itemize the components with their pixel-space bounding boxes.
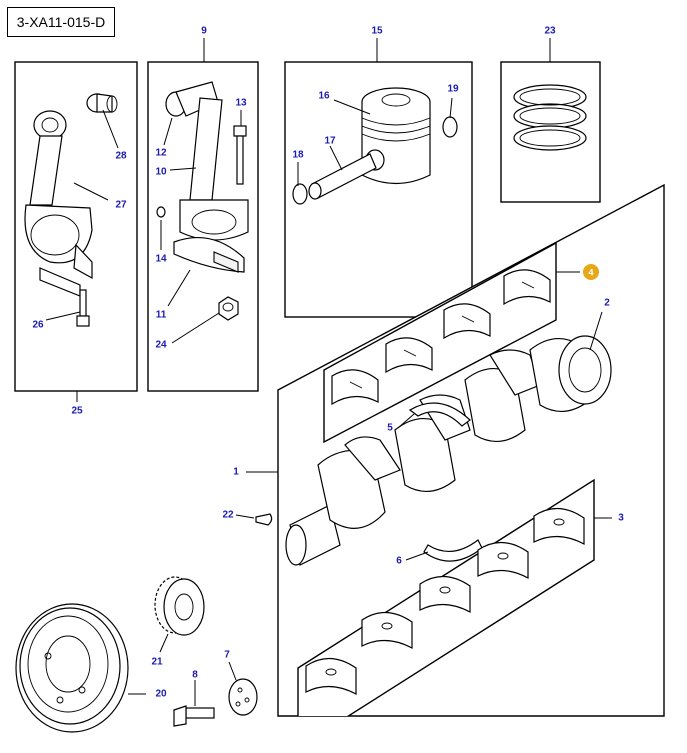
callout-17: 17 [324,136,336,147]
dowel-drawing [156,206,166,218]
rod-nut-drawing [218,296,239,321]
thrust-washer-upper [408,402,471,427]
callout-19: 19 [447,84,459,95]
highlight-badge [583,264,599,280]
callout-8: 8 [192,670,198,681]
bearing-shell-upper-4 [503,269,551,306]
bearing-shell-lower-3 [419,575,471,614]
connecting-rod-drawing [24,110,93,297]
bearing-shell-upper-3 [443,303,491,340]
crankshaft-pulley-20: 20 [15,603,167,733]
callout-1: 1 [233,467,239,478]
upper-main-bearings [323,241,557,444]
lower-main-bearings [297,478,595,716]
callout-3: 3 [618,513,624,524]
panel-piston-assembly: 15 16 17 18 19 [284,26,473,318]
callout-25: 25 [71,406,83,417]
callout-22: 22 [222,510,234,521]
panel-connecting-rod-assembly: 28 27 26 25 [14,61,138,417]
callout-24: 24 [155,340,167,351]
callout-10: 10 [155,167,167,178]
callout-28: 28 [115,151,127,162]
callout-2: 2 [604,298,610,309]
callout-21: 21 [151,657,163,668]
callout-9: 9 [201,26,207,37]
panel-crankshaft: 4 [233,183,665,717]
callout-5: 5 [387,423,393,434]
callout-26: 26 [32,320,44,331]
callout-7: 7 [224,650,230,661]
woodruff-key-22: 22 [222,510,273,526]
piston-pin-drawing [308,153,377,200]
callout-13: 13 [235,98,247,109]
callout-27: 27 [115,200,127,211]
rod-cap-bolt-drawing [233,125,247,185]
callout-15: 15 [371,26,383,37]
callout-11: 11 [156,310,167,321]
pin-retainer-drawing [292,116,458,205]
bearing-shell-lower-1 [305,657,357,696]
pulley-bolt-8: 8 [173,670,215,727]
callout-12: 12 [155,148,167,159]
callout-14: 14 [155,254,167,265]
crankshaft-drawing [285,335,612,566]
callout-6: 6 [396,556,402,567]
rod-cap-drawing [173,236,245,273]
callout-20: 20 [155,689,167,700]
panel-connecting-rod-parts: 9 12 10 13 14 [147,26,259,392]
crankshaft-gear-21: 21 [151,576,205,668]
panel-piston-rings: 23 [500,26,601,203]
callout-18: 18 [292,150,304,161]
diagram-code-label: 3-XA11-015-D [7,7,115,37]
bearing-shell-lower-5 [533,507,585,546]
bearing-shell-lower-4 [477,541,529,580]
bearing-shell-lower-2 [361,611,413,650]
rod-bolt-drawing [76,289,90,327]
small-end-bushing-drawing [86,93,118,113]
rod-body-drawing [165,81,249,241]
bearing-shell-upper-1 [331,369,379,406]
bearing-shell-upper-2 [385,337,433,374]
piston-rings-drawing [513,84,587,151]
piston-drawing [361,87,431,184]
callout-23: 23 [544,26,556,37]
washer-plate-7: 7 [224,650,258,716]
callout-4: 4 [588,267,593,277]
callout-16: 16 [318,91,330,102]
